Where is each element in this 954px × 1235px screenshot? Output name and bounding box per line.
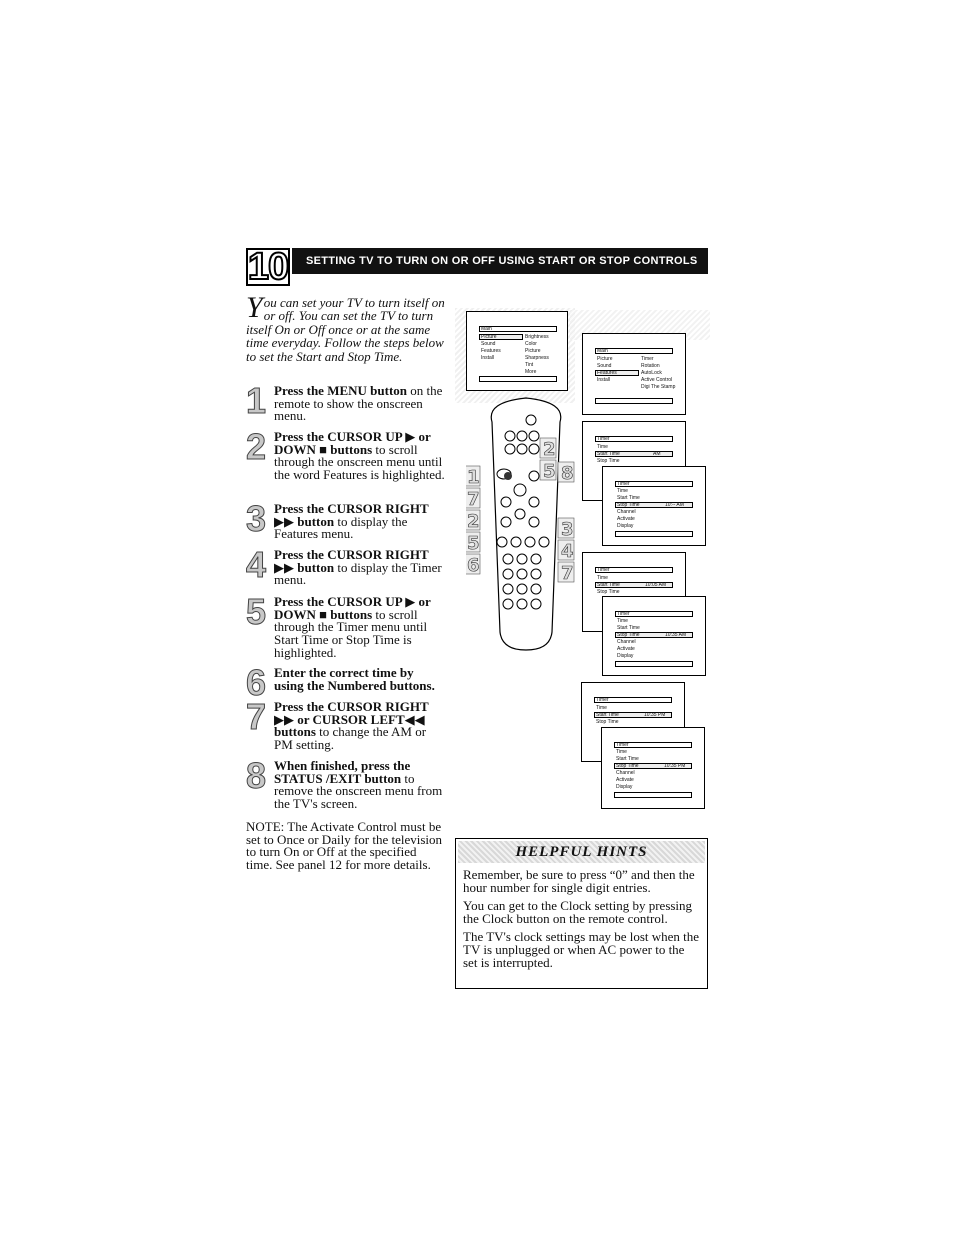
svg-text:2: 2 [543, 439, 556, 460]
svg-text:7: 7 [467, 489, 480, 510]
hint-item: You can get to the Clock setting by pres… [463, 898, 693, 926]
tv-screen-timer-f: Timer Time Start Time Stop Time 10:35 PM… [601, 727, 705, 809]
hint-item: The TV's clock settings may be lost when… [463, 929, 700, 970]
step-5: 5 Press the CURSOR UP ▶ or DOWN ■ button… [246, 591, 431, 660]
svg-text:5: 5 [467, 533, 480, 554]
tv-screen-timer-b: Timer Time Start Time Stop Time 10:-- AM… [602, 466, 706, 546]
section-number: 10 [246, 246, 290, 288]
svg-text:1: 1 [467, 467, 480, 488]
section-title: SETTING TV TO TURN ON OR OFF USING START… [292, 248, 708, 274]
svg-text:4: 4 [561, 541, 574, 562]
hints-title: HELPFUL HINTS [458, 841, 705, 863]
step-6: 6 Enter the correct time by using the Nu… [246, 662, 435, 703]
step-1: 1 Press the MENU button on the remote to… [246, 380, 443, 424]
tv-screen-timer-d: Timer Time Start Time Stop Time 10:35 AM… [602, 596, 706, 676]
step-2: 2 Press the CURSOR UP ▶ or DOWN ■ button… [246, 426, 445, 483]
remote-control-illustration: 1 7 2 5 6 2 5 8 3 4 7 [466, 397, 575, 651]
svg-text:2: 2 [467, 511, 480, 532]
svg-text:8: 8 [561, 463, 574, 484]
hint-item: Remember, be sure to press “0” and then … [463, 867, 695, 895]
svg-text:7: 7 [561, 563, 574, 584]
step-4: 4 Press the CURSOR RIGHT ▶▶ button to di… [246, 544, 442, 588]
svg-text:6: 6 [467, 555, 480, 576]
tv-screen-main-menu: Main Picture Sound Features Install Brig… [466, 311, 568, 391]
svg-text:3: 3 [561, 519, 574, 540]
step-3: 3 Press the CURSOR RIGHT ▶▶ button to di… [246, 498, 429, 542]
note-text: NOTE: The Activate Control must be set t… [246, 819, 443, 873]
svg-text:5: 5 [543, 461, 556, 482]
helpful-hints-box: HELPFUL HINTS Remember, be sure to press… [455, 838, 708, 989]
tv-screen-features-menu: Main Picture Sound Features Install Time… [582, 333, 686, 415]
drop-cap: Y [246, 291, 263, 324]
step-7: 7 Press the CURSOR RIGHT ▶▶ or CURSOR LE… [246, 696, 429, 753]
step-8: 8 When finished, press the STATUS /EXIT … [246, 755, 443, 812]
